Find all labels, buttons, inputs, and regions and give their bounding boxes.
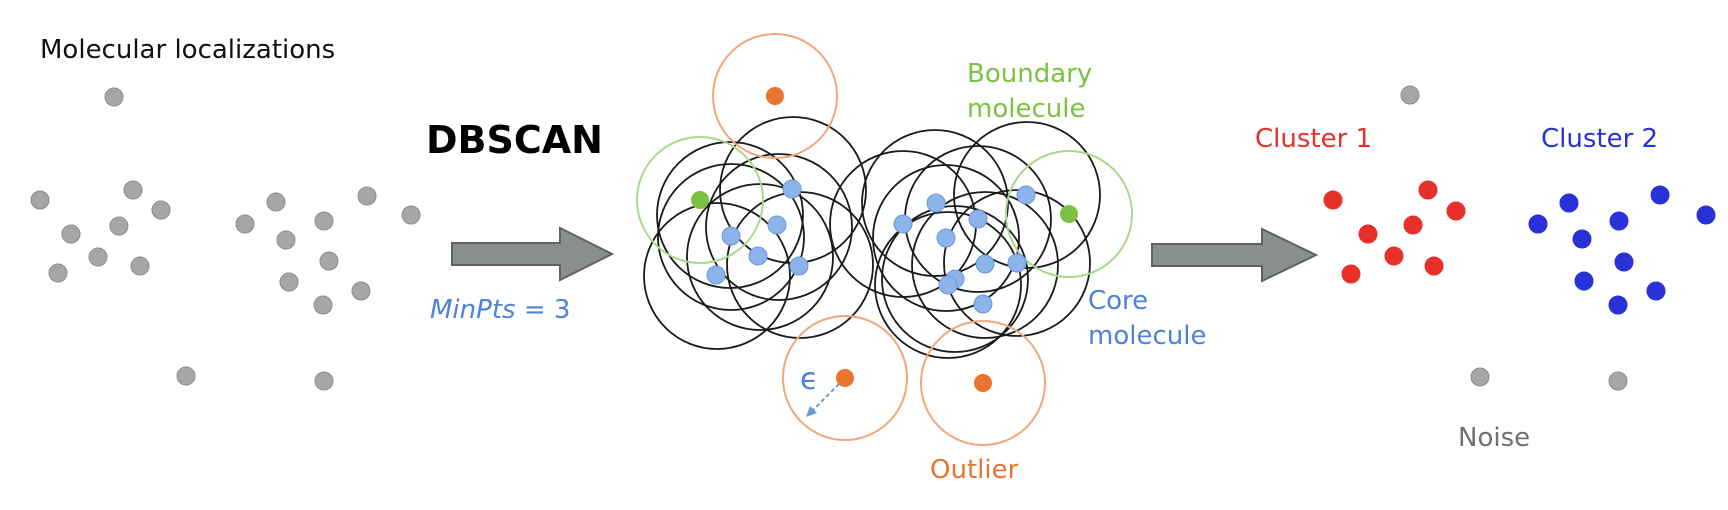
raw-point (401, 205, 421, 225)
cluster2-point (1650, 185, 1670, 205)
raw-point (61, 224, 81, 244)
raw-point (151, 200, 171, 220)
arrow-right-icon (1151, 227, 1319, 283)
raw-point (130, 256, 150, 276)
noise-point (1400, 85, 1420, 105)
core-point (789, 256, 809, 276)
cluster1-point (1418, 180, 1438, 200)
core-point (893, 214, 913, 234)
cluster2-points (1528, 185, 1716, 315)
cluster1-points (1323, 180, 1466, 284)
raw-point (48, 263, 68, 283)
core-point (973, 294, 993, 314)
raw-point (109, 216, 129, 236)
raw-point (276, 230, 296, 250)
core-point (767, 215, 787, 235)
boundary-points (691, 191, 1078, 223)
noise-point (1608, 371, 1628, 391)
cluster1-point (1446, 201, 1466, 221)
raw-point (104, 87, 124, 107)
raw-point (319, 251, 339, 271)
boundary-point (691, 191, 709, 209)
core-label-line1: Core (1088, 286, 1148, 316)
core-point (782, 179, 802, 199)
cluster2-point (1614, 252, 1634, 272)
cluster2-point (1572, 229, 1592, 249)
cluster1-label: Cluster 1 (1255, 124, 1372, 154)
cluster1-point (1424, 256, 1444, 276)
raw-point (351, 281, 371, 301)
cluster2-point (1608, 295, 1628, 315)
outlier-points (766, 87, 992, 392)
core-point (936, 228, 956, 248)
cluster2-point (1646, 281, 1666, 301)
raw-point (88, 247, 108, 267)
cluster2-point (1559, 193, 1579, 213)
boundary-label-line1: Boundary (967, 59, 1092, 89)
cluster1-point (1384, 246, 1404, 266)
epsilon-label: ϵ (800, 362, 818, 397)
core-point (968, 209, 988, 229)
core-point (706, 265, 726, 285)
molecular-localizations-label: Molecular localizations (40, 35, 335, 65)
epsilon-radius-indicator: ϵ (800, 362, 840, 417)
boundary-label-line2: molecule (967, 94, 1085, 124)
raw-point (176, 366, 196, 386)
cluster2-point (1609, 211, 1629, 231)
raw-point (30, 190, 50, 210)
cluster1-point (1403, 215, 1423, 235)
boundary-rings (636, 136, 1133, 278)
core-point (1016, 185, 1036, 205)
outlier-rings (712, 33, 1046, 446)
cluster2-point (1574, 271, 1594, 291)
noise-points (1400, 85, 1628, 391)
raw-point (266, 192, 286, 212)
core-point (975, 254, 995, 274)
noise-label: Noise (1458, 423, 1530, 453)
raw-point (314, 371, 334, 391)
outlier-label: Outlier (930, 455, 1019, 485)
noise-point (1470, 367, 1490, 387)
raw-point (313, 295, 333, 315)
cluster1-point (1358, 224, 1378, 244)
core-point (748, 246, 768, 266)
outlier-point (974, 374, 992, 392)
cluster2-label: Cluster 2 (1541, 124, 1658, 154)
raw-point (123, 180, 143, 200)
arrow-right-icon (451, 226, 615, 282)
core-point (721, 226, 741, 246)
cluster1-point (1341, 264, 1361, 284)
raw-points (30, 87, 421, 391)
cluster2-point (1696, 205, 1716, 225)
core-label-line2: molecule (1088, 321, 1206, 351)
core-point (938, 275, 958, 295)
raw-point (279, 272, 299, 292)
core-points (706, 179, 1036, 314)
boundary-point (1060, 205, 1078, 223)
raw-point (314, 211, 334, 231)
cluster2-point (1528, 214, 1548, 234)
outlier-point (836, 369, 854, 387)
raw-point (235, 214, 255, 234)
core-point (1007, 253, 1027, 273)
raw-point (357, 186, 377, 206)
core-point (926, 193, 946, 213)
outlier-point (766, 87, 784, 105)
minpts-label: MinPts = 3 (430, 295, 570, 325)
method-title: DBSCAN (426, 118, 603, 162)
cluster1-point (1323, 190, 1343, 210)
